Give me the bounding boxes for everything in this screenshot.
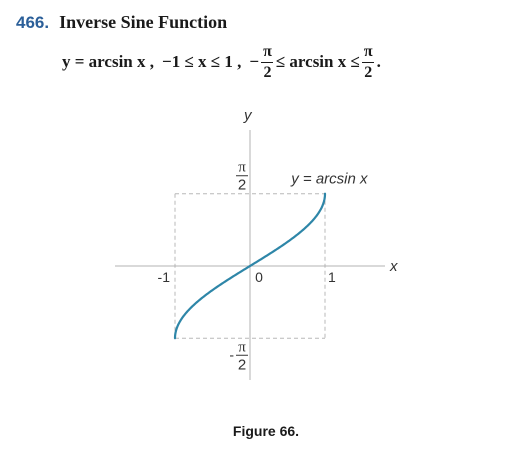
fraction-numerator: π <box>363 42 373 60</box>
formula-lhs: y = arcsin x , <box>62 52 155 71</box>
formula: y = arcsin x , −1 ≤ x ≤ 1 , − π 2 ≤ arcs… <box>62 36 381 88</box>
arcsin-curve <box>173 192 327 340</box>
fraction-denominator: 2 <box>261 61 274 81</box>
y-tick-numerator: π <box>238 160 246 176</box>
series-label: y = arcsin x <box>290 171 368 188</box>
y-tick-numerator: π <box>238 339 246 355</box>
y-tick-denominator: 2 <box>238 177 246 194</box>
formula-range-sign: − <box>249 52 260 71</box>
formula-end: . <box>376 52 381 71</box>
fraction-denominator: 2 <box>362 61 375 81</box>
y-tick-sign: - <box>229 346 234 362</box>
formula-domain: −1 ≤ x ≤ 1 , <box>162 52 242 71</box>
problem-title: Inverse Sine Function <box>59 12 228 32</box>
fraction-numerator: π <box>263 42 272 60</box>
problem-heading: 466. Inverse Sine Function <box>16 12 227 33</box>
x-axis-label: x <box>389 258 398 275</box>
x-tick-label: 1 <box>328 269 336 285</box>
x-tick-label: 0 <box>255 269 263 285</box>
problem-number: 466. <box>16 13 50 32</box>
formula-fraction-lower: π 2 <box>261 42 274 81</box>
series-group <box>173 192 327 340</box>
y-tick-denominator: 2 <box>238 356 246 373</box>
formula-range-middle: ≤ arcsin x ≤ <box>275 52 360 71</box>
formula-fraction-upper: π 2 <box>362 42 375 81</box>
x-tick-label: -1 <box>158 269 171 285</box>
figure-caption: Figure 66. <box>232 423 300 439</box>
y-axis-label: y <box>243 107 253 124</box>
x-tick-labels: -1 0 1 <box>158 269 336 285</box>
